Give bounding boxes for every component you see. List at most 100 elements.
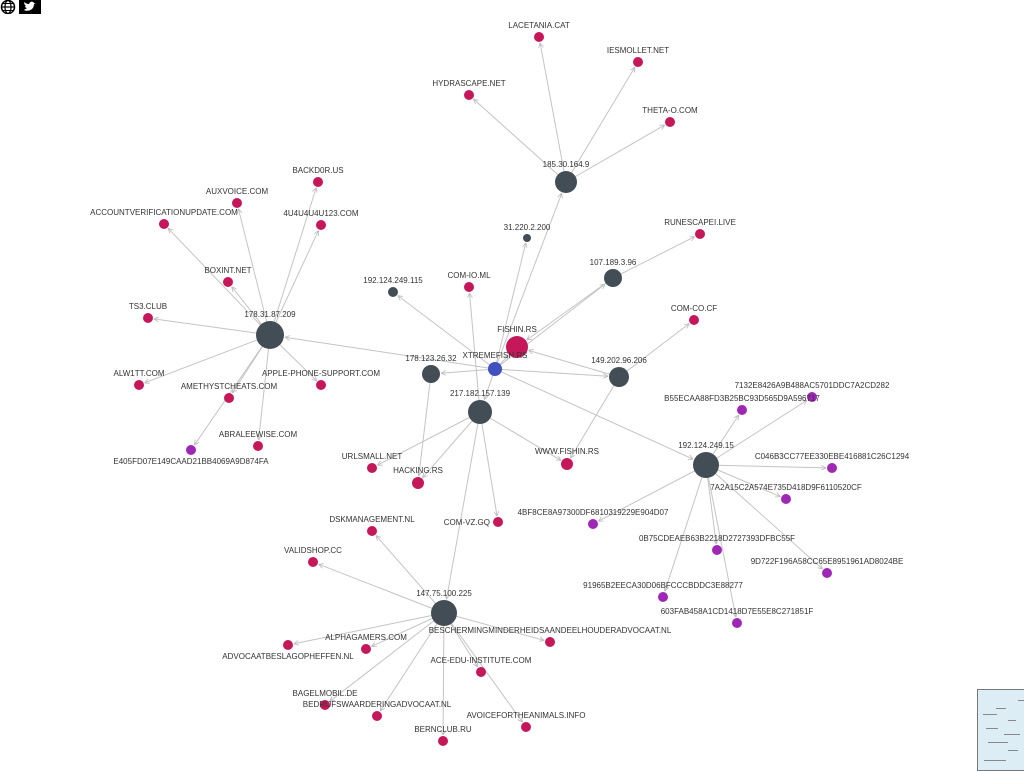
hash-node[interactable] xyxy=(827,463,837,473)
hash-node[interactable] xyxy=(712,545,722,555)
node-label: ABRALEEWISE.COM xyxy=(219,430,298,439)
ip-node[interactable] xyxy=(468,400,492,424)
domain-node[interactable] xyxy=(367,526,377,536)
hash-node[interactable] xyxy=(822,568,832,578)
graph-edge xyxy=(380,612,445,711)
hash-node[interactable] xyxy=(737,405,747,415)
domain-node[interactable] xyxy=(372,711,382,721)
domain-node[interactable] xyxy=(308,557,318,567)
hash-node[interactable] xyxy=(186,445,196,455)
seed-node[interactable] xyxy=(488,362,502,376)
domain-node[interactable] xyxy=(534,32,544,42)
node-label: BESCHERMINGMINDERHEIDSAANDEELHOUDERADVOC… xyxy=(429,626,672,635)
node-label: BEDRIJFSWAARDERINGADVOCAAT.NL xyxy=(303,700,452,709)
node-label: 0B75CDEAEB63B2218D2727393DFBC55F xyxy=(639,534,795,543)
graph-edge xyxy=(494,368,608,376)
hash-node[interactable] xyxy=(732,618,742,628)
node-label: LACETANIA.CAT xyxy=(508,21,570,30)
domain-node[interactable] xyxy=(224,393,234,403)
graph-edge xyxy=(705,464,780,497)
domain-node[interactable] xyxy=(464,282,474,292)
ip-node[interactable] xyxy=(555,171,577,193)
domain-node[interactable] xyxy=(665,117,675,127)
ip-node[interactable] xyxy=(523,234,531,242)
graph-edge xyxy=(259,334,271,440)
node-label: ALPHAGAMERS.COM xyxy=(325,633,407,642)
graph-edge xyxy=(705,464,823,569)
ip-node[interactable] xyxy=(604,269,622,287)
domain-node[interactable] xyxy=(253,441,263,451)
domain-node[interactable] xyxy=(159,219,169,229)
graph-edge xyxy=(398,296,496,370)
domain-node[interactable] xyxy=(283,640,293,650)
domain-node[interactable] xyxy=(134,380,144,390)
domain-node[interactable] xyxy=(143,313,153,323)
ip-node[interactable] xyxy=(256,321,284,349)
hash-node[interactable] xyxy=(658,592,668,602)
domain-node[interactable] xyxy=(232,198,242,208)
domain-node[interactable] xyxy=(561,458,573,470)
graph-edge xyxy=(705,464,716,544)
graph-edge xyxy=(423,411,481,478)
graph-edge xyxy=(571,376,620,458)
graph-edge xyxy=(612,236,695,279)
node-label: APPLE-PHONE-SUPPORT.COM xyxy=(262,369,380,378)
node-label: THETA-O.COM xyxy=(642,106,698,115)
domain-node[interactable] xyxy=(320,700,330,710)
graph-edge xyxy=(269,188,316,336)
graph-edge xyxy=(376,536,445,614)
graph-edge xyxy=(494,368,693,459)
globe-icon[interactable] xyxy=(0,0,18,14)
domain-node[interactable] xyxy=(223,277,233,287)
domain-node[interactable] xyxy=(313,177,323,187)
graph-edge xyxy=(294,612,445,644)
node-label: BACKD0R.US xyxy=(292,166,343,175)
twitter-icon[interactable] xyxy=(19,0,41,14)
node-label: 178.123.26.32 xyxy=(405,354,457,363)
node-label: RUNESCAPEI.LIVE xyxy=(664,218,736,227)
domain-node[interactable] xyxy=(493,517,503,527)
node-label: B55ECAA88FD3B25BC93D565D9A596717 xyxy=(664,394,820,403)
domain-node[interactable] xyxy=(476,667,486,677)
node-label: TS3.CLUB xyxy=(129,302,167,311)
node-label: C046B3CC77EE330EBE416881C26C1294 xyxy=(755,452,910,461)
node-label: ACE-EDU-INSTITUTE.COM xyxy=(431,656,532,665)
minimap[interactable] xyxy=(977,689,1024,771)
node-label: 31.220.2.200 xyxy=(504,223,551,232)
node-label: 91965B2EECA30D06BFCCCBDDC3E88277 xyxy=(583,581,743,590)
domain-node[interactable] xyxy=(521,722,531,732)
graph-edge xyxy=(238,209,271,336)
domain-node[interactable] xyxy=(316,380,326,390)
graph-edge xyxy=(145,334,271,383)
ip-node[interactable] xyxy=(609,367,629,387)
domain-node[interactable] xyxy=(412,477,424,489)
ip-node[interactable] xyxy=(388,287,398,297)
ip-node[interactable] xyxy=(693,452,719,478)
domain-node[interactable] xyxy=(545,637,555,647)
domain-node[interactable] xyxy=(438,736,448,746)
domain-node[interactable] xyxy=(361,644,371,654)
graph-edge xyxy=(194,334,271,445)
graph-edge xyxy=(665,464,707,591)
node-label: 7132E8426A9B488AC5701DDC7A2CD282 xyxy=(735,381,890,390)
node-label: BERNCLUB.RU xyxy=(414,725,472,734)
graph-edge xyxy=(443,612,544,640)
graph-edge xyxy=(565,67,635,183)
hash-node[interactable] xyxy=(588,519,598,529)
ip-node[interactable] xyxy=(422,365,440,383)
domain-node[interactable] xyxy=(695,229,705,239)
ip-node[interactable] xyxy=(431,600,457,626)
domain-node[interactable] xyxy=(367,463,377,473)
graph-edge xyxy=(377,411,481,466)
graph-edge xyxy=(330,612,445,701)
domain-node[interactable] xyxy=(464,90,474,100)
domain-node[interactable] xyxy=(506,336,528,358)
domain-node[interactable] xyxy=(633,57,643,67)
graph-edge xyxy=(527,277,614,340)
domain-node[interactable] xyxy=(689,315,699,325)
hash-node[interactable] xyxy=(781,494,791,504)
node-label: 192.124.249.115 xyxy=(363,276,423,285)
domain-node[interactable] xyxy=(316,220,326,230)
hash-node[interactable] xyxy=(807,392,817,402)
